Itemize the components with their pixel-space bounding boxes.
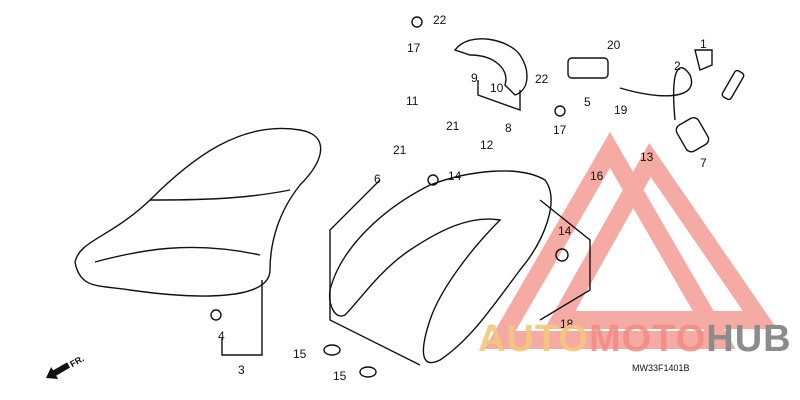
seat-lock-part bbox=[675, 117, 710, 153]
watermark-logo-icon bbox=[484, 132, 778, 349]
callout-20: 20 bbox=[607, 38, 621, 52]
callout-3: 3 bbox=[238, 363, 245, 377]
callout-11: 11 bbox=[406, 94, 419, 108]
svg-text:FR.: FR. bbox=[68, 353, 86, 369]
callout-17a: 17 bbox=[407, 41, 421, 55]
callout-21b: 21 bbox=[393, 143, 407, 157]
seat-cable-part bbox=[619, 67, 693, 121]
callout-5: 5 bbox=[584, 95, 591, 109]
callout-6: 6 bbox=[374, 172, 381, 186]
callout-13: 13 bbox=[640, 150, 654, 164]
callout-4: 4 bbox=[218, 329, 225, 343]
callout-8: 8 bbox=[505, 121, 512, 135]
hook-part bbox=[694, 49, 713, 71]
rear-cowl-part bbox=[328, 170, 552, 364]
grab-rail-part bbox=[453, 38, 528, 96]
callout-18: 18 bbox=[560, 317, 574, 331]
seat-latch-part bbox=[567, 57, 609, 79]
callout-12: 12 bbox=[480, 138, 494, 152]
key-part bbox=[721, 69, 745, 101]
callout-19: 19 bbox=[614, 103, 628, 117]
callout-14a: 14 bbox=[448, 169, 462, 183]
callout-10: 10 bbox=[490, 81, 504, 95]
callout-14b: 14 bbox=[558, 224, 572, 238]
callout-15b: 15 bbox=[333, 369, 347, 383]
callout-9: 9 bbox=[471, 71, 478, 85]
callout-2: 2 bbox=[674, 59, 681, 73]
watermark-hub: HUB bbox=[706, 318, 792, 360]
callout-22a: 22 bbox=[433, 13, 447, 27]
callout-21a: 21 bbox=[446, 119, 460, 133]
watermark-moto: MOTO bbox=[588, 318, 707, 360]
callout-17b: 17 bbox=[553, 123, 567, 137]
callout-1: 1 bbox=[700, 37, 707, 51]
watermark-text: AUTOMOTOHUB bbox=[478, 318, 792, 361]
seat-part bbox=[74, 127, 322, 297]
front-direction-arrow-icon: FR. bbox=[46, 353, 86, 380]
callout-15a: 15 bbox=[293, 347, 307, 361]
watermark-auto: AUTO bbox=[478, 318, 589, 360]
drawing-code: MW33F1401B bbox=[632, 363, 690, 373]
callout-22b: 22 bbox=[535, 72, 549, 86]
callout-16: 16 bbox=[590, 169, 604, 183]
callout-7: 7 bbox=[700, 156, 707, 170]
